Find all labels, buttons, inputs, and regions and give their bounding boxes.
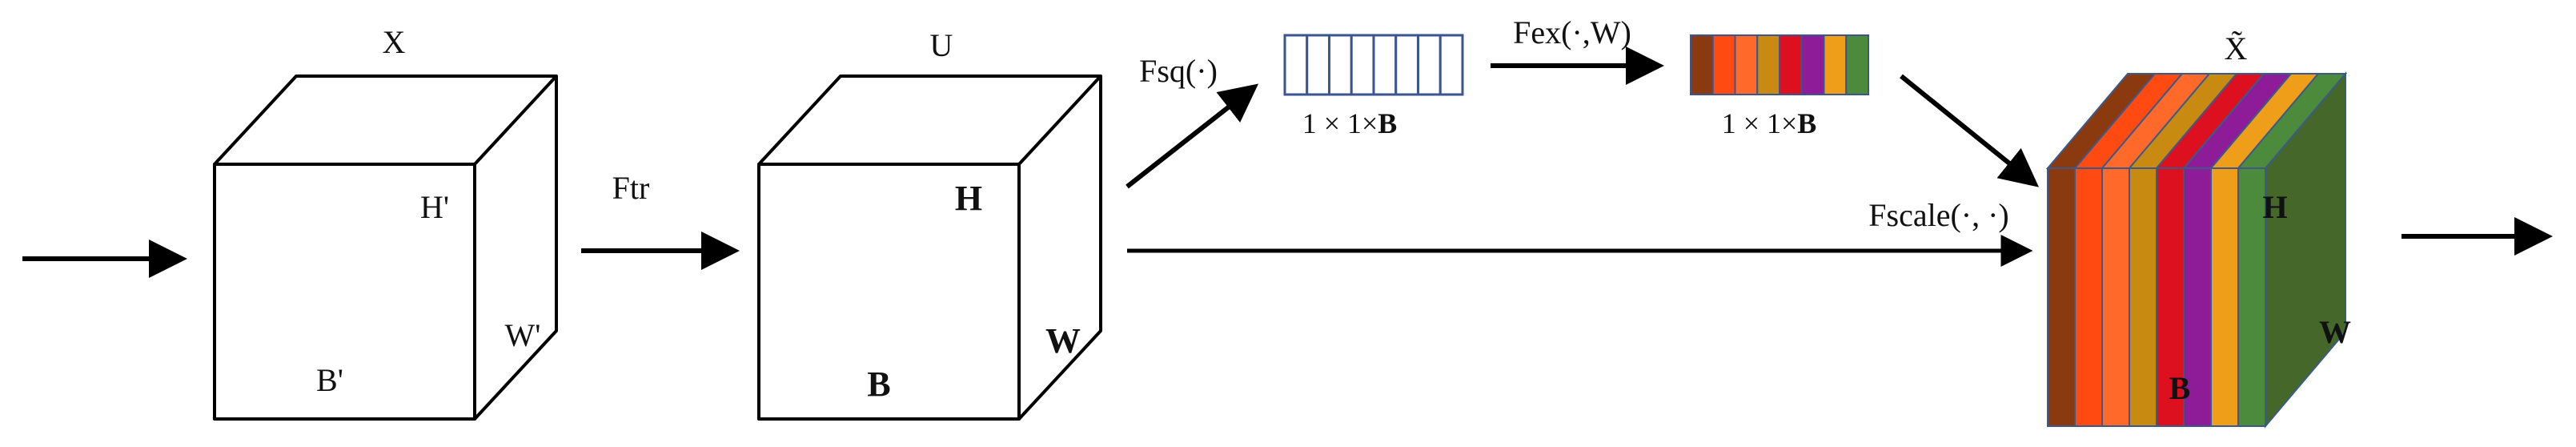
mid-cube-width-label: W xyxy=(1045,321,1081,360)
mid-cube-depth-label: B xyxy=(867,364,890,404)
mid-cube-height-label: H xyxy=(955,179,982,218)
output-cube xyxy=(2045,71,2348,429)
output-cube-depth-label: B xyxy=(2169,370,2191,406)
squeeze-vector-cell xyxy=(1417,34,1442,96)
input-cube xyxy=(213,74,558,421)
squeeze-vector-cell xyxy=(1306,34,1330,96)
input-cube-depth-label: B' xyxy=(316,362,343,398)
output-cube-top-label: X̃ xyxy=(2225,30,2248,66)
excitation-vector-label: 1 × 1×B xyxy=(1722,107,1817,139)
weights-to-scale-arrow xyxy=(1900,74,2040,187)
squeeze-vector-cell xyxy=(1372,34,1398,96)
squeeze-vector-cell xyxy=(1350,34,1375,96)
excitation-vector-cell xyxy=(1756,34,1780,95)
mid-cube xyxy=(757,74,1102,421)
output-slice xyxy=(2210,167,2239,427)
squeeze-arrow xyxy=(1125,83,1259,189)
excitation-vector-cell xyxy=(1845,34,1869,95)
excitation-vector-cell xyxy=(1734,34,1759,95)
output-slice xyxy=(2101,167,2130,427)
squeeze-vector-cell xyxy=(1328,34,1353,96)
output-cube-height-label: H xyxy=(2262,189,2287,225)
input-cube-height-label: H' xyxy=(420,189,449,225)
output-cube-width-label: W xyxy=(2319,314,2351,350)
excitation-label: Fex(·,W) xyxy=(1513,14,1631,50)
squeeze-label: Fsq(·) xyxy=(1139,53,1218,89)
output-slice xyxy=(2074,167,2103,427)
excitation-vector-cell xyxy=(1711,34,1736,95)
excitation-vector-cell xyxy=(1823,34,1848,95)
output-slice xyxy=(2129,167,2157,427)
input-cube-top-label: X xyxy=(383,24,406,60)
squeeze-vector xyxy=(1283,34,1464,96)
output-slice xyxy=(2183,167,2212,427)
output-slice xyxy=(2237,167,2266,427)
squeeze-vector-cell xyxy=(1438,34,1464,96)
transform-label: Ftr xyxy=(612,170,650,206)
squeeze-vector-cell xyxy=(1394,34,1419,96)
input-cube-width-label: W' xyxy=(505,317,541,353)
mid-cube-top-label: U xyxy=(930,27,953,63)
excitation-vector-cell xyxy=(1690,34,1714,95)
excitation-vector-cell xyxy=(1800,34,1825,95)
excitation-vector-cell xyxy=(1779,34,1803,95)
excitation-vector xyxy=(1690,34,1869,95)
scale-label: Fscale(·, ·) xyxy=(1868,197,2008,233)
output-slice xyxy=(2047,167,2076,427)
squeeze-vector-cell xyxy=(1283,34,1309,96)
squeeze-vector-label: 1 × 1×B xyxy=(1302,107,1398,139)
